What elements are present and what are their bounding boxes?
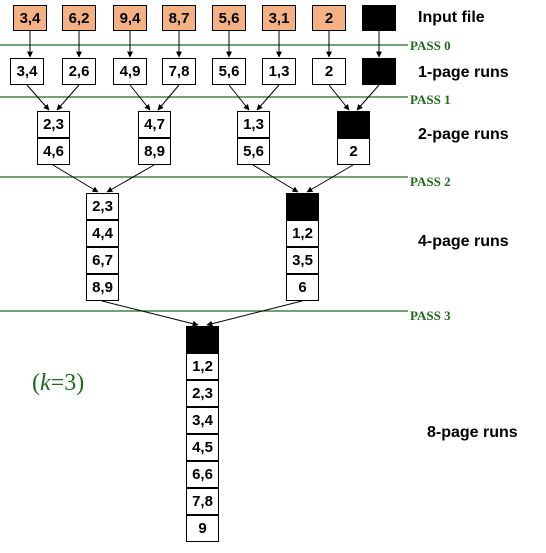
input-page: 3,4 — [13, 5, 47, 31]
run1-page: 3,4 — [10, 58, 44, 85]
input-file-label: Input file — [418, 9, 485, 26]
pass3-arrow — [101, 300, 199, 327]
run2-page: 8,9 — [138, 138, 171, 165]
runs-8page-label: 8-page runs — [427, 424, 518, 441]
run1-page: 2,6 — [62, 58, 96, 85]
run1-page: 1,3 — [262, 58, 296, 85]
run8-page: 2,3 — [186, 380, 219, 407]
k-variable: k — [40, 370, 51, 396]
run4-page: 6 — [286, 274, 319, 301]
run4-page: 6,7 — [86, 247, 119, 274]
run8-page: 1,2 — [186, 353, 219, 380]
run1-page: 2 — [312, 58, 346, 85]
k-value: =3) — [50, 370, 85, 396]
run8-page: 7,8 — [186, 488, 219, 515]
pass2-arrow — [252, 164, 299, 193]
pass2-arrow — [106, 164, 155, 193]
input-page: 2 — [312, 5, 346, 31]
run2-page: 2 — [337, 138, 370, 165]
input-page: 9,4 — [113, 5, 147, 31]
run4-page: 1,2 — [286, 220, 319, 247]
runs-2page-label: 2-page runs — [418, 126, 509, 143]
run2-empty-marker — [337, 111, 370, 138]
run1-empty-marker — [362, 58, 396, 85]
run2-page: 4,6 — [37, 138, 70, 165]
pass2-arrow — [306, 164, 354, 193]
k-parameter: (k=3) — [32, 370, 84, 397]
run1-page: 4,9 — [113, 58, 147, 85]
runs-4page-label: 4-page runs — [418, 233, 509, 250]
run2-page: 4,7 — [138, 111, 171, 138]
input-page-empty-marker — [362, 5, 396, 31]
run8-page: 4,5 — [186, 434, 219, 461]
pass1-arrow — [228, 84, 250, 111]
pass-3-label: PASS 3 — [410, 308, 451, 323]
input-page: 8,7 — [162, 5, 196, 31]
run4-page: 2,3 — [86, 193, 119, 220]
k-open-paren: ( — [32, 370, 40, 396]
run8-empty-marker — [186, 326, 219, 353]
run2-page: 2,3 — [37, 111, 70, 138]
run8-page: 6,6 — [186, 461, 219, 488]
input-page: 3,1 — [262, 5, 296, 31]
pass1-arrow — [157, 84, 180, 111]
pass1-arrow — [56, 84, 80, 111]
pass-2-label: PASS 2 — [410, 174, 451, 189]
pass-1-label: PASS 1 — [410, 92, 451, 107]
input-page: 6,2 — [62, 5, 96, 31]
pass1-arrow — [256, 84, 280, 111]
runs-1page-label: 1-page runs — [418, 64, 509, 81]
pass3-arrow — [206, 300, 303, 327]
run2-page: 1,3 — [237, 111, 270, 138]
input-page: 5,6 — [212, 5, 246, 31]
pass-0-label: PASS 0 — [410, 38, 451, 53]
pass1-arrow — [328, 84, 350, 111]
pass2-arrow — [52, 164, 99, 193]
run4-empty-marker — [286, 193, 319, 220]
run4-page: 8,9 — [86, 274, 119, 301]
pass1-arrow — [356, 84, 380, 111]
run8-page: 3,4 — [186, 407, 219, 434]
run4-page: 3,5 — [286, 247, 319, 274]
run1-page: 5,6 — [212, 58, 246, 85]
run8-page: 9 — [186, 515, 219, 542]
run4-page: 4,4 — [86, 220, 119, 247]
run1-page: 7,8 — [162, 58, 196, 85]
pass1-arrow — [129, 84, 151, 111]
run2-page: 5,6 — [237, 138, 270, 165]
pass1-arrow — [26, 84, 50, 111]
